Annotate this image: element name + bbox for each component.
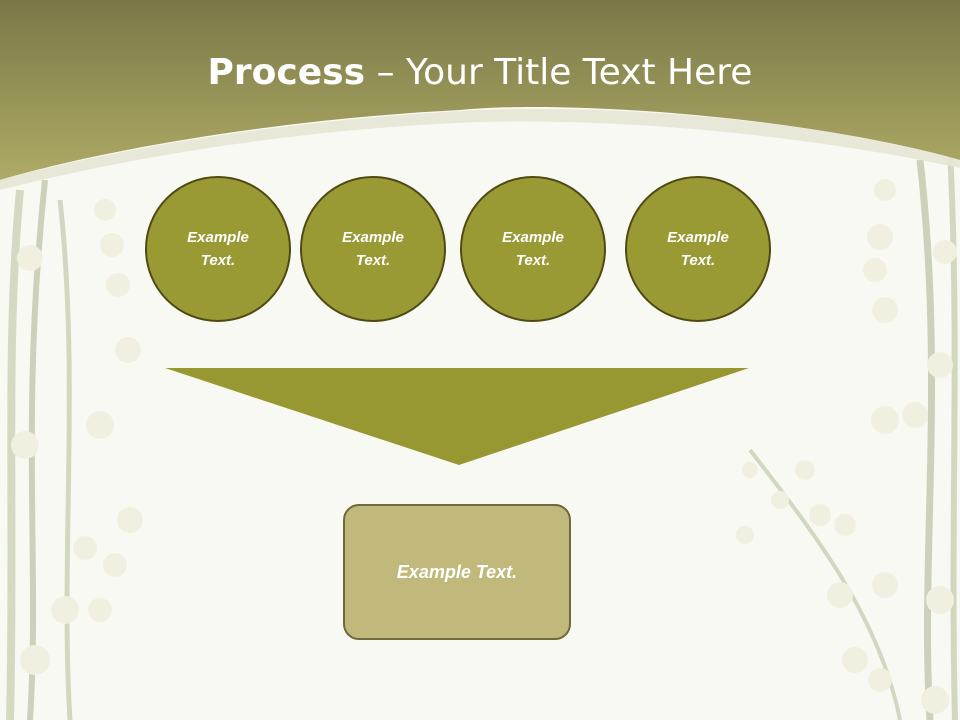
circle-label-1: Example Text. bbox=[187, 229, 249, 269]
result-box-label: Example Text. bbox=[396, 561, 518, 582]
circle-label-3: Example Text. bbox=[502, 229, 564, 269]
title-rest: – Your Title Text Here bbox=[365, 52, 753, 93]
process-circle-4: Example Text. bbox=[625, 176, 771, 322]
process-circle-2: Example Text. bbox=[300, 176, 446, 322]
flower-decoration-left bbox=[6, 179, 143, 720]
flower-decoration-right bbox=[736, 149, 958, 720]
title-bold: Process bbox=[207, 52, 366, 93]
slide-title: Process – Your Title Text Here bbox=[0, 52, 960, 93]
header-band bbox=[0, 0, 960, 180]
process-circle-1: Example Text. bbox=[145, 176, 291, 322]
header-swoosh bbox=[0, 108, 960, 190]
funnel-arrow bbox=[165, 368, 749, 465]
circle-label-2: Example Text. bbox=[342, 229, 404, 269]
circle-label-4: Example Text. bbox=[667, 229, 729, 269]
result-box: Example Text. bbox=[343, 504, 571, 640]
process-circle-3: Example Text. bbox=[460, 176, 606, 322]
